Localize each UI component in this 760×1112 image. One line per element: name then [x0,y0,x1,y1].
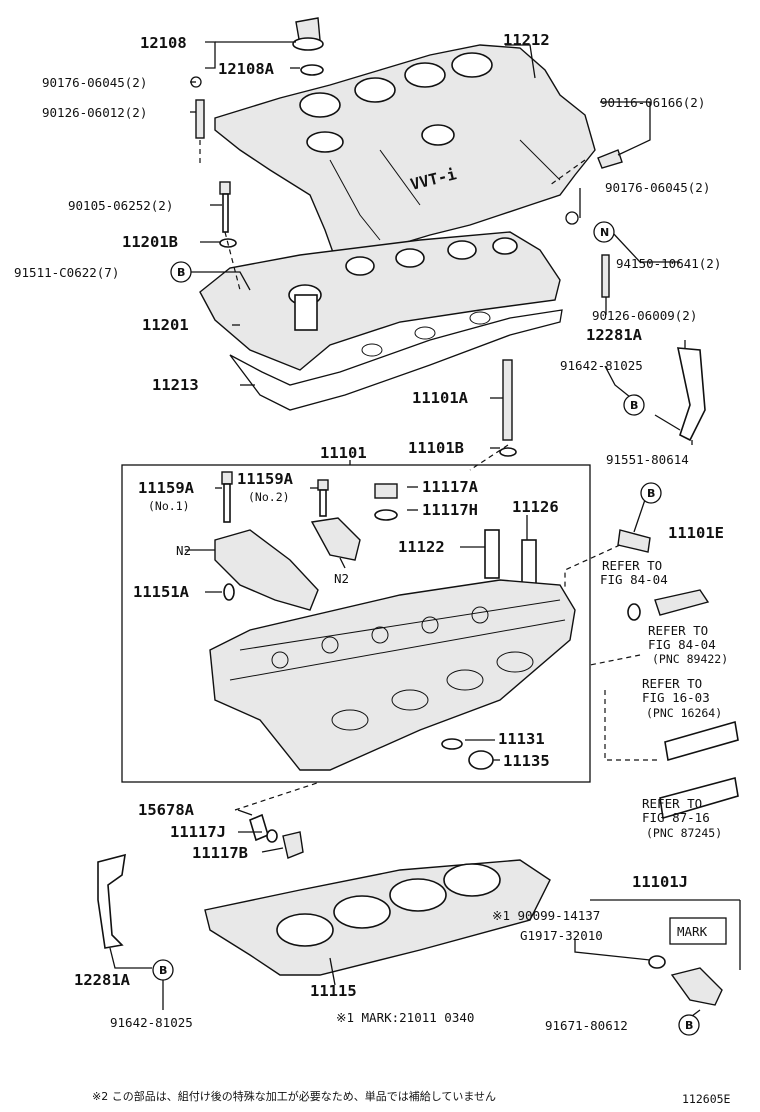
label-n2-a: N2 [176,543,191,558]
footnote: ※2 この部品は、組付け後の特殊な加工が必要なため、単品では補給していません [92,1089,496,1103]
label-refer1-a: REFER TO [602,558,662,573]
label-90176-06045-b: 90176-06045(2) [605,180,710,195]
label-11117H: 11117H [422,501,478,519]
circle-b-2: B [630,399,638,412]
label-90126-06009: 90126-06009(2) [592,308,697,323]
label-11126: 11126 [512,498,559,516]
part-labels: 12108 12108A 90176-06045(2) 90126-06012(… [14,31,731,1106]
label-11151A: 11151A [133,583,190,601]
circle-b-3: B [647,487,655,500]
label-refer2-c: (PNC 89422) [652,652,728,666]
bypass-hoses [604,690,739,820]
label-94150-10641: 94150-10641(2) [616,256,721,271]
label-11201B: 11201B [122,233,178,251]
leader-lines [109,41,741,1026]
label-11212: 11212 [503,31,550,49]
cylinder-head-11101 [209,579,576,771]
sensor-11101J [648,917,727,1006]
label-11122: 11122 [398,538,445,556]
label-12108A: 12108A [218,60,275,78]
cam-housing-11201 [199,231,561,371]
label-11115: 11115 [310,982,357,1000]
label-90126-06012: 90126-06012(2) [42,105,147,120]
cover-gasket-11213 [229,309,563,411]
label-refer4-c: (PNC 87245) [646,826,722,840]
label-90105-06252: 90105-06252(2) [68,198,173,213]
label-12108: 12108 [140,34,187,52]
label-refer4-a: REFER TO [642,796,702,811]
label-12281A-bot: 12281A [74,971,131,989]
oil-filler-cap-12108 [292,17,324,76]
label-12281A-top: 12281A [586,326,643,344]
label-refer3-c: (PNC 16264) [646,706,722,720]
label-G1917-32010: G1917-32010 [520,928,603,943]
mark-box [669,917,727,945]
label-11101: 11101 [320,444,367,462]
left-fasteners [190,76,241,291]
cylinder-head-cover-11212: VVT-i [214,44,596,259]
label-90116-06166: 90116-06166(2) [600,95,705,110]
label-refer2-b: FIG 84-04 [648,637,716,652]
label-mark: MARK [677,924,708,939]
label-11131: 11131 [498,730,545,748]
label-no2: (No.2) [248,490,290,504]
label-refer1-b: FIG 84-04 [600,572,668,587]
label-11159A-2: 11159A [237,470,294,488]
circle-b-1: B [177,266,185,279]
label-91671-80612: 91671-80612 [545,1018,628,1033]
camshaft-bearing-caps [214,471,361,611]
label-11117J: 11117J [170,823,226,841]
label-11201: 11201 [142,316,189,334]
circle-markers: B N B B B B [152,221,700,1036]
label-refer4-b: FIG 87-16 [642,810,710,825]
circle-n: N [600,226,609,239]
label-11101J: 11101J [632,873,688,891]
label-refer3-a: REFER TO [642,676,702,691]
label-refer3-b: FIG 16-03 [642,690,710,705]
lower-left-parts [97,781,321,949]
label-mark-note: ※1 MARK:21011 0340 [336,1010,474,1025]
valve-guides [484,529,537,593]
label-11117B: 11117B [192,844,248,862]
label-11101E: 11101E [668,524,724,542]
temperature-sensors [564,529,710,666]
label-91642-81025-top: 91642-81025 [560,358,643,373]
circle-b-4: B [159,964,167,977]
label-n2-b: N2 [334,571,349,586]
label-no1: (No.1) [148,499,190,513]
label-91551-80614: 91551-80614 [606,452,689,467]
oil-plug-11117A [374,483,398,521]
label-11101A: 11101A [412,389,469,407]
figure-code: 112605E [682,1092,731,1106]
right-fasteners [469,149,706,471]
label-90099-14137: ※1 90099-14137 [492,908,600,923]
label-11117A: 11117A [422,478,479,496]
label-91511-C0622: 91511-C0622(7) [14,265,119,280]
label-11135: 11135 [503,752,550,770]
head-gasket-11115 [204,859,551,976]
label-90176-06045-a: 90176-06045(2) [42,75,147,90]
circle-b-5: B [685,1019,693,1032]
label-11159A-1: 11159A [138,479,195,497]
label-11213: 11213 [152,376,199,394]
label-15678A: 15678A [138,801,195,819]
label-refer2-a: REFER TO [648,623,708,638]
label-91642-81025-bot: 91642-81025 [110,1015,193,1030]
label-11101B: 11101B [408,439,464,457]
plug-seals-11131-11135 [441,738,494,770]
cylinder-head-assembly-box [121,464,591,783]
